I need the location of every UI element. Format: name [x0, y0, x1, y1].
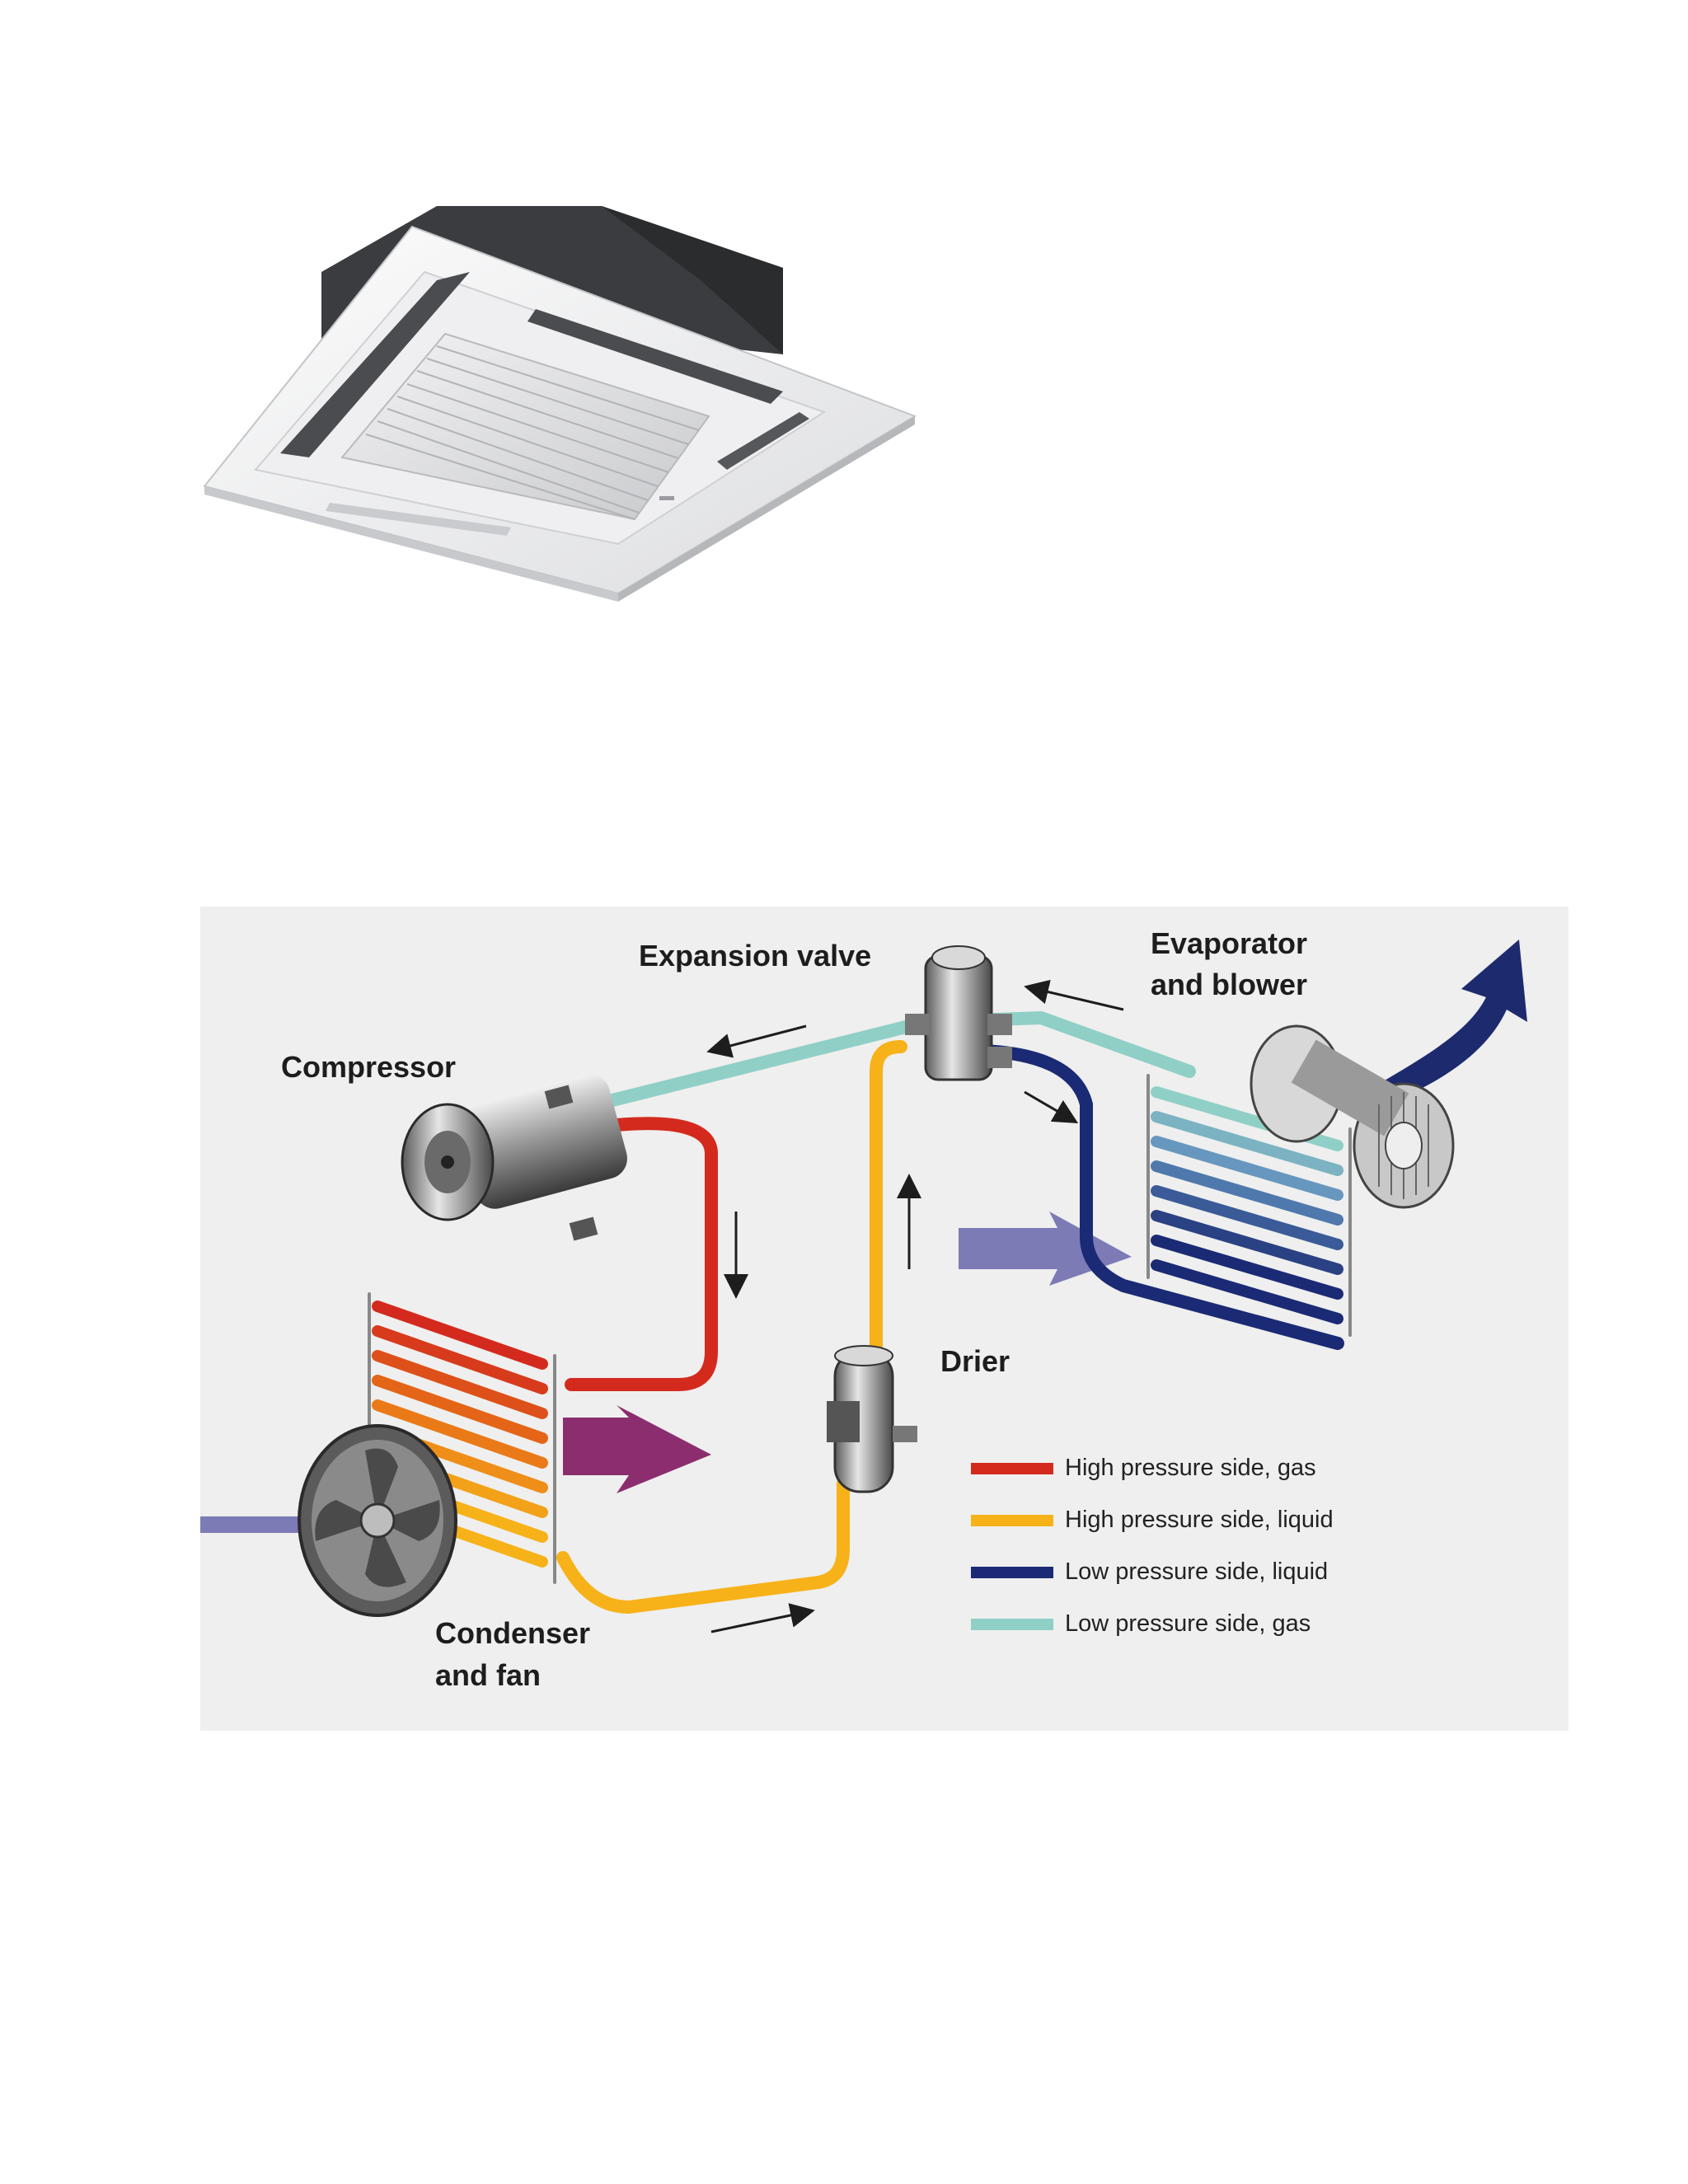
- legend-swatch: [971, 1514, 1053, 1526]
- legend-swatch: [971, 1462, 1053, 1474]
- legend: High pressure side, gas High pressure si…: [971, 1442, 1334, 1650]
- legend-item-lp-liquid: Low pressure side, liquid: [971, 1546, 1334, 1598]
- drier-icon: [827, 1345, 917, 1493]
- label-and-blower: and blower: [1151, 968, 1308, 1001]
- pipe-high-pressure-gas: [565, 1117, 718, 1391]
- pipe-high-pressure-liquid-2: [870, 1040, 907, 1358]
- label-and-fan: and fan: [435, 1658, 542, 1692]
- label-expansion-valve: Expansion valve: [639, 939, 872, 972]
- label-compressor: Compressor: [281, 1050, 457, 1084]
- blower-icon: [1250, 1024, 1455, 1209]
- ceiling-cassette-ac-image: [203, 206, 917, 602]
- label-condenser: Condenser: [435, 1616, 591, 1650]
- air-outflow-arrow-evaporator: [1379, 940, 1527, 1104]
- evaporator-coil-icon: [1146, 1074, 1352, 1337]
- legend-label: Low pressure side, gas: [1065, 1610, 1311, 1637]
- fan-icon: [298, 1424, 457, 1617]
- legend-label: Low pressure side, liquid: [1065, 1558, 1329, 1585]
- legend-swatch: [971, 1618, 1053, 1630]
- legend-swatch: [971, 1566, 1053, 1578]
- flow-arrow-1: [706, 1024, 807, 1058]
- condenser-coil-icon: [368, 1292, 556, 1584]
- flow-arrow-2: [1024, 979, 1124, 1011]
- flow-arrow-6: [710, 1603, 815, 1633]
- label-drier: Drier: [940, 1344, 1010, 1378]
- compressor-icon: [401, 1074, 627, 1241]
- legend-item-hp-gas: High pressure side, gas: [971, 1442, 1334, 1494]
- refrigeration-cycle-diagram: Expansion valve Evaporator and blower Co…: [200, 907, 1568, 1731]
- expansion-valve-icon: [905, 945, 1012, 1081]
- legend-item-hp-liquid: High pressure side, liquid: [971, 1494, 1334, 1546]
- pipe-high-pressure-liquid-1: [556, 1477, 850, 1614]
- pipe-low-pressure-liquid: [977, 1044, 1344, 1350]
- pipe-low-pressure-gas: [589, 1011, 1196, 1111]
- air-inflow-arrow-evaporator: [959, 1212, 1132, 1286]
- air-outflow-arrow-condenser: [563, 1405, 711, 1493]
- label-evaporator: Evaporator: [1151, 926, 1308, 960]
- legend-label: High pressure side, liquid: [1065, 1507, 1334, 1533]
- legend-label: High pressure side, gas: [1065, 1455, 1316, 1481]
- legend-item-lp-gas: Low pressure side, gas: [971, 1598, 1334, 1650]
- flow-arrow-5: [1024, 1090, 1079, 1124]
